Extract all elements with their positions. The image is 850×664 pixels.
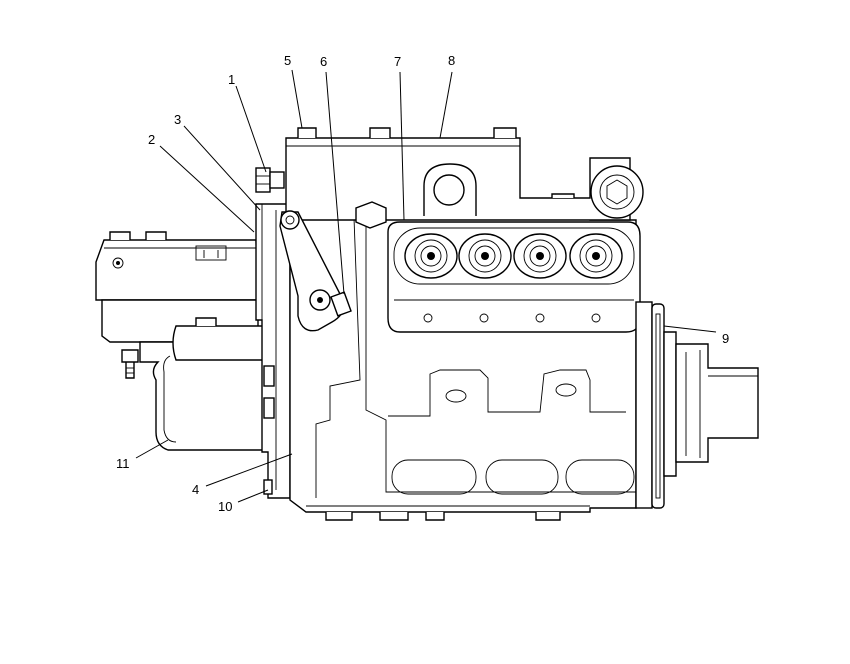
leader-11 bbox=[135, 439, 169, 459]
callout-7: 7 bbox=[394, 54, 401, 69]
callout-1: 1 bbox=[228, 72, 235, 87]
callout-2: 2 bbox=[148, 132, 155, 147]
leader-6 bbox=[325, 71, 345, 295]
control-lever bbox=[279, 210, 352, 332]
leader-3 bbox=[183, 125, 261, 211]
callout-11: 11 bbox=[116, 456, 130, 471]
leader-5 bbox=[291, 69, 303, 129]
top-left-fitting bbox=[255, 167, 285, 193]
callout-6: 6 bbox=[320, 54, 327, 69]
leader-lines bbox=[135, 69, 717, 503]
callout-10: 10 bbox=[218, 499, 232, 514]
callouts: 1 2 3 4 5 6 7 8 9 10 11 bbox=[116, 53, 729, 514]
drive-end bbox=[635, 301, 759, 509]
valve-holder-2 bbox=[458, 233, 512, 279]
front-plate bbox=[255, 203, 291, 499]
callout-5: 5 bbox=[284, 53, 291, 68]
valve-holder-1 bbox=[404, 233, 458, 279]
leader-1 bbox=[235, 85, 267, 173]
leader-2 bbox=[159, 145, 255, 233]
top-housing bbox=[285, 127, 644, 229]
leader-4 bbox=[205, 453, 293, 487]
leader-7 bbox=[399, 71, 405, 221]
valve-holder-3 bbox=[513, 233, 567, 279]
leader-10 bbox=[237, 489, 269, 503]
callout-8: 8 bbox=[448, 53, 455, 68]
callout-3: 3 bbox=[174, 112, 181, 127]
leader-9 bbox=[663, 325, 717, 333]
callout-9: 9 bbox=[722, 331, 729, 346]
lower-governor-body bbox=[139, 317, 275, 451]
delivery-valve-block bbox=[387, 221, 641, 333]
leader-8 bbox=[439, 71, 453, 139]
valve-holder-4 bbox=[569, 233, 623, 279]
callout-4: 4 bbox=[192, 482, 199, 497]
